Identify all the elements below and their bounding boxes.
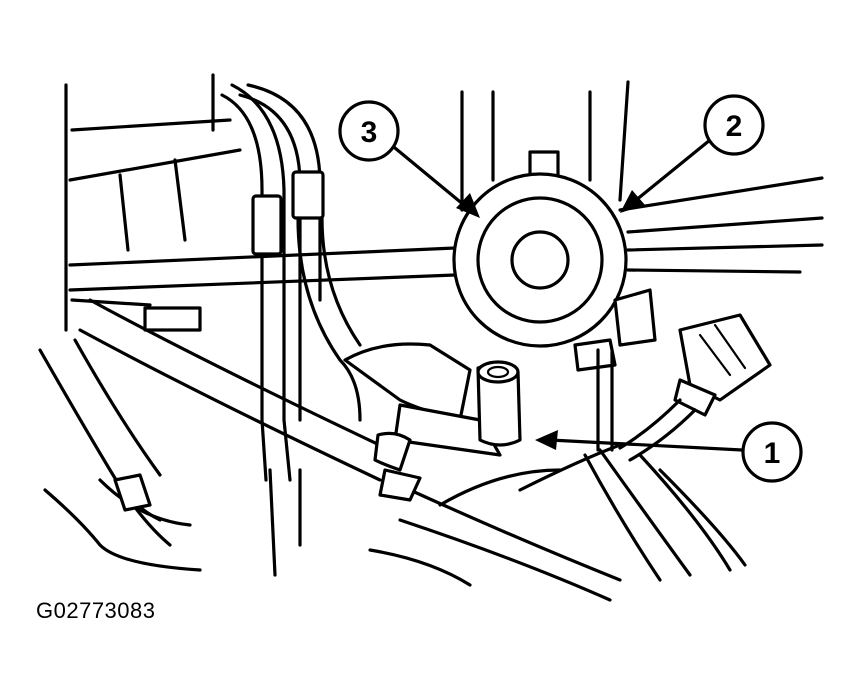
electrical-connector: [618, 313, 772, 462]
figure-id: G02773083: [36, 598, 156, 623]
callout-2-label: 2: [726, 110, 743, 143]
callout-3-label: 3: [361, 116, 378, 149]
background-engine-lines: [38, 73, 824, 602]
left-fuel-lines: [143, 83, 362, 482]
callout-2: 2: [620, 94, 765, 213]
vacuum-hose-assembly: [113, 342, 522, 522]
callout-3: 3: [338, 100, 480, 218]
pressure-regulator: [452, 150, 657, 452]
callout-1: 1: [535, 421, 803, 483]
callout-1-label: 1: [764, 437, 781, 470]
